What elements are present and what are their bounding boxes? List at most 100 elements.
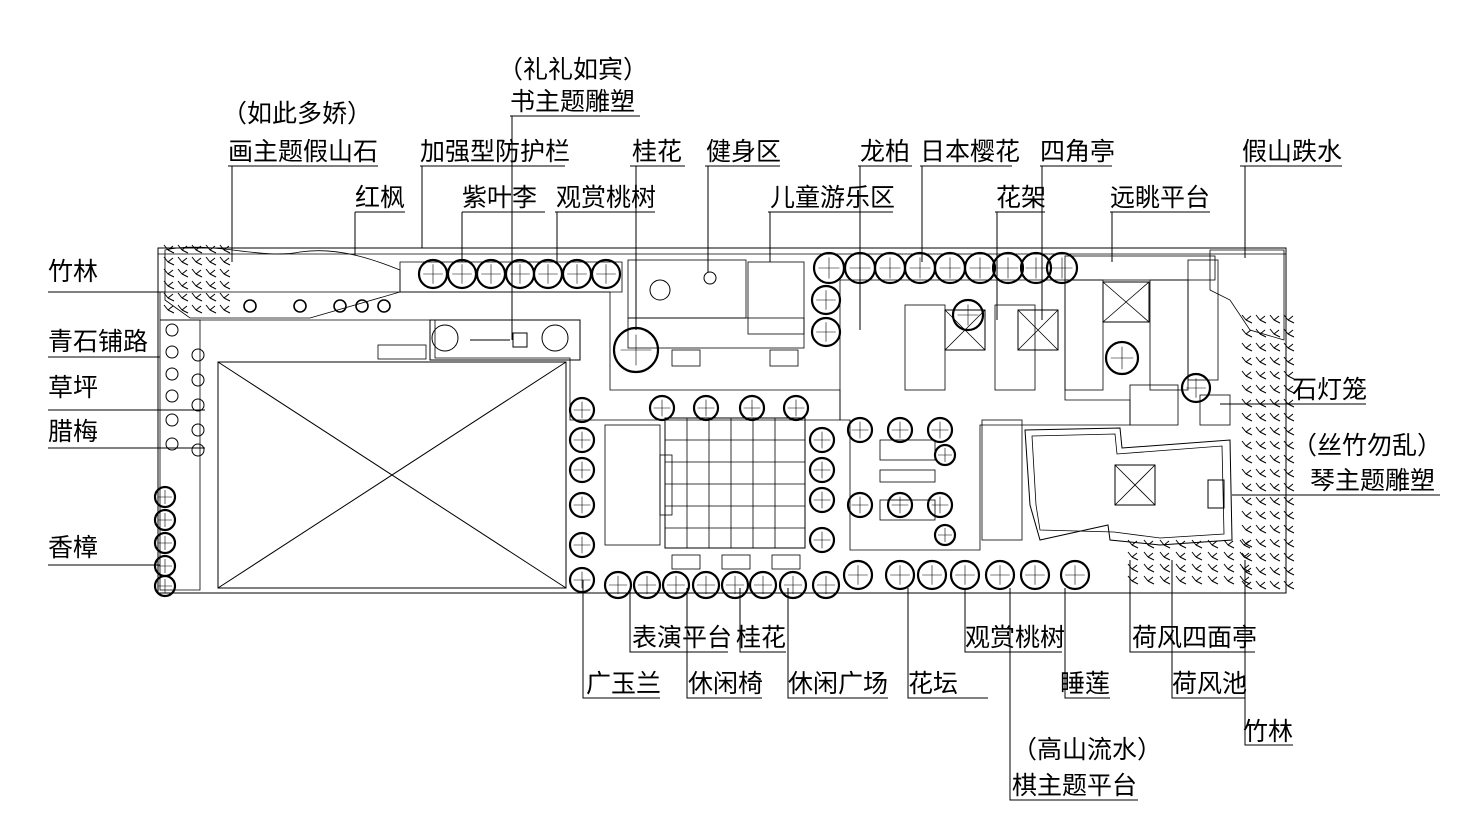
tree-symbol-mark — [158, 579, 172, 593]
tree-symbol-mark — [158, 536, 172, 550]
tree-symbol-mark — [1025, 257, 1047, 279]
bamboo-symbol — [1269, 482, 1281, 492]
tree-symbol — [782, 394, 810, 422]
bamboo-symbol — [1255, 426, 1267, 436]
bamboo-symbol — [1207, 563, 1219, 573]
bamboo-symbol — [1207, 551, 1219, 561]
bamboo-symbol — [1255, 566, 1267, 576]
shrub-symbol — [165, 345, 179, 359]
bamboo-symbol — [1159, 539, 1171, 549]
viewing-deck — [1064, 255, 1219, 381]
bamboo-symbol — [1255, 510, 1267, 520]
tree-symbol-mark — [725, 575, 745, 595]
tree-symbol-mark — [990, 565, 1010, 585]
label-kids: 儿童游乐区 — [770, 183, 895, 212]
tree-symbol-mark — [783, 575, 803, 595]
tree-symbol-mark — [696, 575, 716, 595]
bamboo-symbol — [1255, 580, 1267, 590]
shrub-symbol — [165, 437, 179, 451]
bamboo-symbol — [1241, 328, 1253, 338]
tree-symbol — [991, 251, 1025, 285]
bamboo-symbol — [1241, 510, 1253, 520]
tree-symbol — [153, 574, 177, 598]
tree-symbol-mark — [158, 513, 172, 527]
shrub-symbol — [191, 423, 205, 437]
label-flowerbed: 花坛 — [908, 669, 958, 698]
shrub-symbol — [191, 443, 205, 457]
shrub-symbol — [191, 398, 205, 412]
bamboo-symbol — [1223, 551, 1235, 561]
bamboo-symbol — [191, 268, 203, 278]
flowerbeds — [879, 439, 936, 521]
tree-symbol-mark — [1110, 346, 1134, 370]
bamboo-symbol — [163, 292, 175, 302]
bamboo-symbol — [1175, 575, 1187, 585]
bamboo-symbol — [1269, 468, 1281, 478]
tree-symbol-mark — [666, 575, 686, 595]
bamboo-symbol — [1269, 384, 1281, 394]
leader-lines — [48, 115, 1440, 801]
tree-symbol — [1019, 251, 1053, 285]
tree-symbol — [153, 485, 177, 509]
tree-symbol — [568, 426, 596, 454]
tree-symbol-mark — [891, 421, 909, 439]
lotus-pond — [1024, 384, 1233, 546]
shrub-symbol — [191, 373, 205, 387]
tree-symbol — [568, 531, 596, 559]
bamboo-symbol — [1283, 370, 1295, 380]
tree-symbol-mark — [813, 491, 831, 509]
tree-symbol-mark — [813, 531, 831, 549]
tree-symbol-mark — [753, 575, 773, 595]
label-pavilion: 四角亭 — [1040, 137, 1115, 166]
bamboo-symbol — [1241, 454, 1253, 464]
bamboo-symbol — [1269, 342, 1281, 352]
tree-symbol-mark — [743, 399, 761, 417]
bamboo-symbol — [1255, 314, 1267, 324]
bamboo-symbol — [1191, 575, 1203, 585]
bamboo-symbol — [205, 244, 217, 254]
tree-symbol-mark — [637, 575, 657, 595]
tree-symbol-mark — [890, 565, 910, 585]
bamboo-symbol — [1241, 426, 1253, 436]
bamboo-symbol — [1143, 539, 1155, 549]
bamboo-symbol — [219, 280, 231, 290]
tree-symbol-mark — [938, 528, 952, 542]
bamboo-symbol — [163, 244, 175, 254]
chess-platform — [981, 419, 1023, 541]
bamboo-symbol — [1269, 538, 1281, 548]
tree-symbol — [810, 316, 842, 348]
qin-sculpture — [1207, 479, 1225, 509]
bamboo-symbol — [1159, 575, 1171, 585]
bamboo-symbol — [1241, 370, 1253, 380]
tree-symbol-mark — [158, 490, 172, 504]
tree-symbol-mark — [816, 575, 836, 595]
bamboo-symbol — [205, 268, 217, 278]
tree-symbol-mark — [816, 322, 836, 342]
bamboo-symbol — [191, 244, 203, 254]
label-magnolia: 广玉兰 — [586, 669, 661, 698]
pergola — [904, 279, 1189, 391]
bamboo-symbol — [1255, 412, 1267, 422]
bamboo-symbol — [1283, 314, 1295, 324]
bamboo-symbol — [1283, 328, 1295, 338]
bamboo-symbol — [1255, 538, 1267, 548]
bamboo-symbol — [205, 256, 217, 266]
bamboo-symbol — [219, 292, 231, 302]
tree-symbol — [1104, 340, 1140, 376]
book-sculpture-area — [377, 319, 581, 361]
bamboo-symbol — [1269, 314, 1281, 324]
tree-symbol-mark — [538, 264, 558, 284]
shrub-symbol — [191, 348, 205, 362]
bamboo-symbol — [163, 268, 175, 278]
shrub-symbol — [355, 299, 369, 313]
tree-symbol-mark — [653, 399, 671, 417]
bamboo-symbol — [1283, 580, 1295, 590]
label-stone-lantern: 石灯笼 — [1292, 375, 1367, 404]
tree-symbol-mark — [879, 257, 901, 279]
lawn-area — [217, 361, 567, 589]
bamboo-symbol — [1239, 539, 1251, 549]
tree-symbol-mark — [813, 461, 831, 479]
bamboo-symbol — [177, 304, 189, 314]
tree-symbol-mark — [997, 257, 1019, 279]
tree-symbol — [691, 570, 721, 600]
